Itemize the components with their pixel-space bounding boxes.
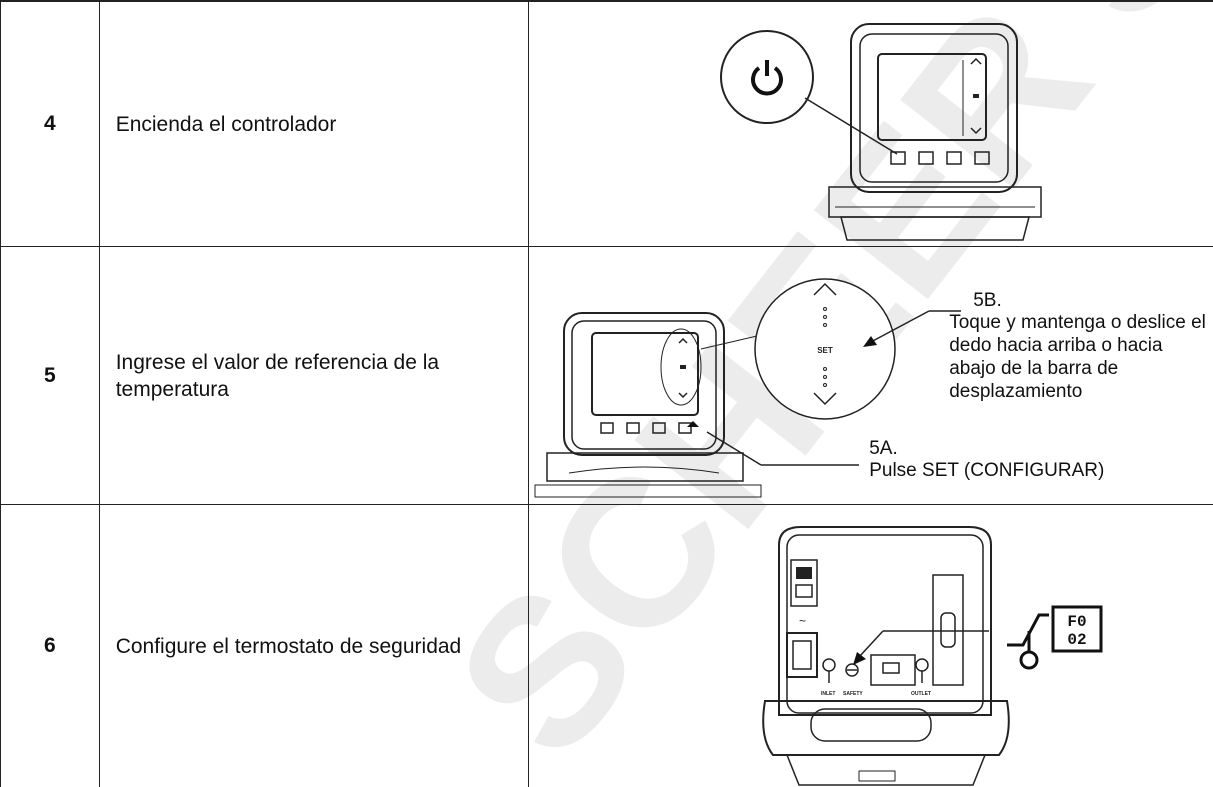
controller-rear-panel-icon: ~ INLET SAFETY OUTLET <box>762 526 1103 786</box>
step-illustration-cell <box>528 0 1213 247</box>
outlet-label: OUTLET <box>911 691 931 697</box>
display-line2: 02 <box>1068 631 1087 649</box>
step-text: Configure el termostato de seguridad <box>98 504 530 787</box>
inlet-label: INLET <box>821 691 835 697</box>
callout-5b-text: Toque y mantenga o deslice el dedo hacia… <box>949 312 1206 402</box>
callout-5a-title: 5A. <box>869 438 898 459</box>
step-number: 5 <box>0 246 100 505</box>
table-row-step-5: 5 Ingrese el valor de referencia de la t… <box>0 246 1213 505</box>
callout-5b-title: 5B. <box>973 290 1002 311</box>
step-illustration-cell: ~ INLET SAFETY OUTLET <box>528 504 1213 787</box>
controller-scroll-bar-icon: SET <box>534 278 962 498</box>
step-text: Ingrese el valor de referencia de la tem… <box>98 246 530 505</box>
step-illustration-cell: SET 5B. Toque y mantenga o deslice el de… <box>528 246 1213 505</box>
table-row-step-4: 4 Encienda el controlador <box>0 0 1213 247</box>
svg-text:~: ~ <box>799 614 806 628</box>
step-text: Encienda el controlador <box>98 0 530 247</box>
safety-label: SAFETY <box>843 691 863 697</box>
callout-5a-text: Pulse SET (CONFIGURAR) <box>869 460 1105 481</box>
set-label: SET <box>817 346 833 355</box>
step-number: 4 <box>0 0 100 247</box>
table-row-step-6: 6 Configure el termostato de seguridad ~ <box>0 504 1213 787</box>
step-number: 6 <box>0 504 100 787</box>
display-line1: F0 <box>1068 613 1087 631</box>
controller-power-button-icon <box>720 23 1042 241</box>
